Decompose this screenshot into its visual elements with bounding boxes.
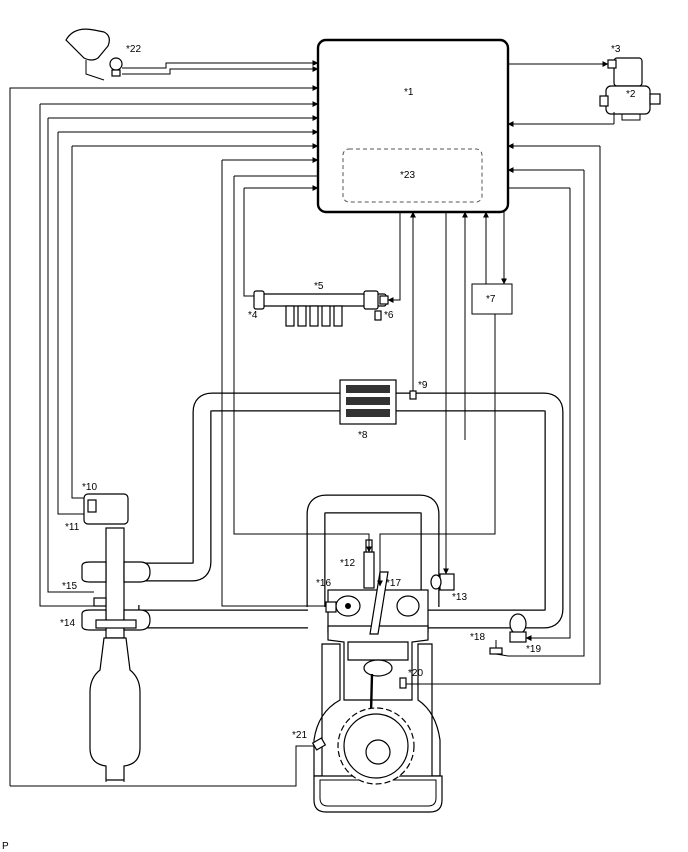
edu-box	[471, 283, 513, 315]
label-scv: *3	[611, 44, 621, 55]
label-exhaust-temp-sensor: *14	[60, 618, 75, 629]
label-egr-valve: *13	[452, 592, 467, 603]
label-intake-temp-sensor: *9	[418, 380, 428, 391]
common-rail	[253, 290, 389, 327]
label-turbo-position-sensor: *11	[65, 522, 80, 533]
label-rail-pressure-sensor: *6	[384, 310, 394, 321]
label-crank-sensor: *20	[408, 668, 423, 679]
part-labels: *1 *2 *3 *4 *5 *6 *7 *8 *9 *10 *11 *12 *…	[2, 44, 636, 852]
turbocharger	[81, 527, 151, 639]
signal-wiring	[9, 60, 615, 787]
label-turbo-actuator: *10	[82, 482, 97, 493]
label-supply-pump: *2	[626, 89, 636, 100]
label-ecu-inner: *23	[400, 170, 415, 181]
crank-position-sensor	[399, 677, 407, 689]
intercooler	[339, 379, 397, 425]
label-coolant-sensor: *21	[292, 730, 307, 741]
label-exhaust-pressure-sensor: *15	[62, 581, 77, 592]
crankshaft-gear	[337, 707, 415, 785]
rail-injectors	[285, 305, 343, 327]
footer-mark: P	[2, 841, 9, 852]
label-accel-pedal: *22	[126, 44, 141, 55]
exhaust-pressure-sensor	[93, 597, 107, 607]
catalytic-converter	[89, 637, 141, 782]
label-intercooler: *8	[358, 430, 368, 441]
label-ecu: *1	[404, 87, 414, 98]
label-rail: *5	[314, 281, 324, 292]
label-cylinder-injector: *17	[386, 578, 401, 589]
label-throttle: *16	[316, 578, 331, 589]
label-airflow-meter: *19	[526, 644, 541, 655]
coolant-sensor	[311, 737, 327, 751]
label-intake-air-sensor: *18	[470, 632, 485, 643]
turbo-actuator	[83, 493, 129, 525]
ecu-box	[316, 38, 510, 214]
label-edu: *7	[486, 294, 496, 305]
label-glow-plug: *12	[340, 558, 355, 569]
throttle-valve	[325, 601, 337, 613]
label-injector: *4	[248, 310, 258, 321]
cylinder-injector	[369, 571, 389, 635]
intake-temp-sensor	[409, 390, 417, 400]
accelerator-pedal	[65, 28, 123, 81]
supply-pump	[599, 57, 661, 121]
intake-air-sensor	[489, 640, 503, 655]
egr-valve	[430, 573, 455, 591]
airflow-meter	[509, 613, 527, 643]
